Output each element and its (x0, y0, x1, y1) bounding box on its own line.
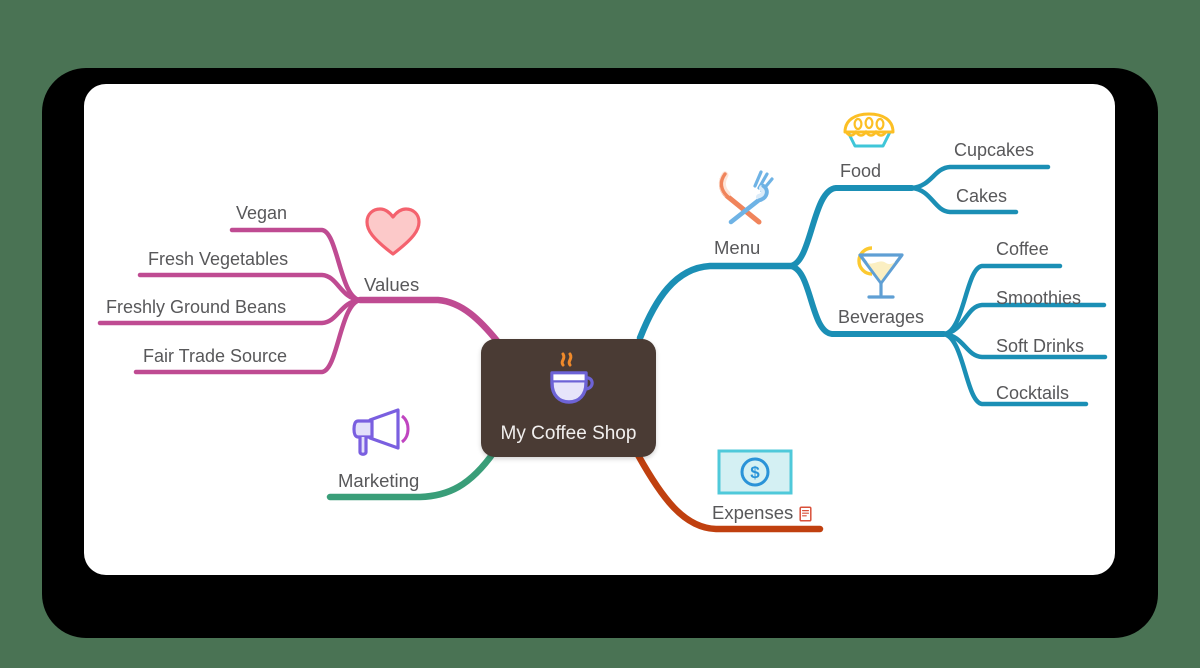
node-label-soft-drinks[interactable]: Soft Drinks (996, 336, 1085, 356)
banknote-icon: $ (716, 446, 794, 498)
node-label-freshly-ground-beans[interactable]: Freshly Ground Beans (106, 297, 287, 317)
heart-icon (362, 204, 424, 262)
megaphone-icon (350, 402, 416, 460)
node-label-marketing[interactable]: Marketing (338, 470, 420, 491)
pie-icon (836, 108, 902, 154)
node-label-vegan[interactable]: Vegan (236, 203, 288, 223)
node-label-cupcakes[interactable]: Cupcakes (954, 140, 1035, 160)
node-label-coffee[interactable]: Coffee (996, 239, 1049, 259)
node-label-fresh-vegetables[interactable]: Fresh Vegetables (148, 249, 289, 269)
svg-text:$: $ (750, 463, 760, 482)
node-label-cakes[interactable]: Cakes (956, 186, 1008, 206)
node-label-expenses-text: Expenses (712, 502, 794, 523)
node-label-menu[interactable]: Menu (714, 237, 761, 258)
node-label-beverages[interactable]: Beverages (838, 307, 925, 327)
central-node[interactable]: My Coffee Shop (481, 339, 656, 457)
node-label-smoothies[interactable]: Smoothies (996, 288, 1082, 308)
node-label-fair-trade-source[interactable]: Fair Trade Source (143, 346, 288, 366)
note-icon (799, 506, 812, 522)
node-label-cocktails[interactable]: Cocktails (996, 383, 1070, 403)
coffee-cup-icon (537, 351, 601, 409)
cocktail-glass-icon (846, 240, 916, 306)
node-label-food[interactable]: Food (840, 161, 882, 181)
node-label-values[interactable]: Values (364, 274, 420, 295)
central-node-label: My Coffee Shop (500, 423, 637, 444)
node-label-expenses[interactable]: Expenses (712, 503, 812, 523)
knife-fork-icon (705, 160, 785, 230)
